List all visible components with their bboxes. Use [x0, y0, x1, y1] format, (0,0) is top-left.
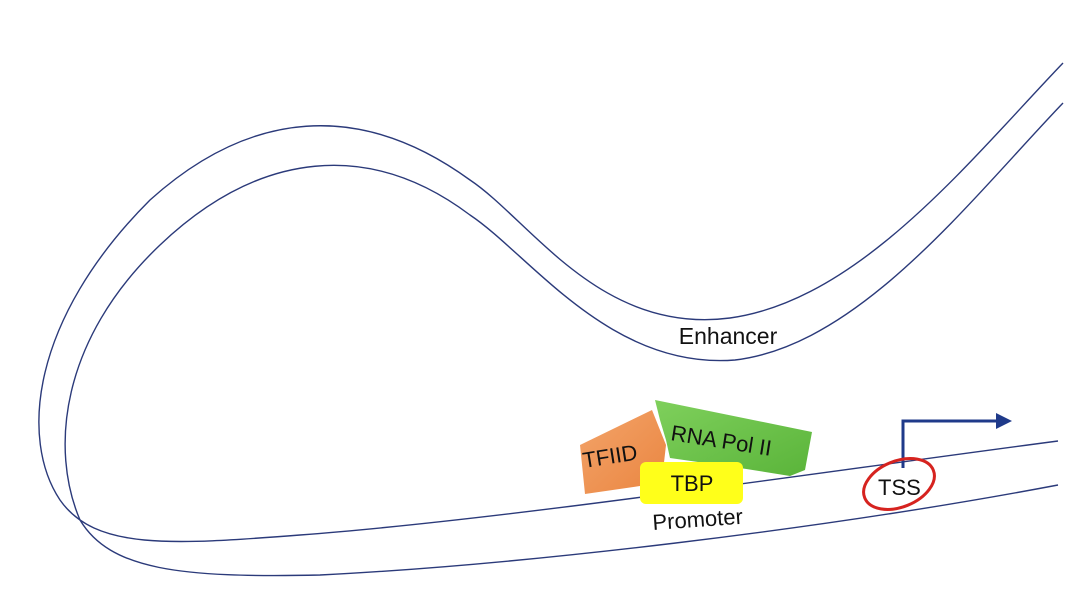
tss-label: TSS — [878, 475, 921, 500]
dna-strand-inner — [64, 102, 1064, 577]
promoter-label: Promoter — [652, 504, 744, 535]
tbp-protein — [640, 462, 743, 504]
enhancer-label: Enhancer — [679, 323, 778, 349]
tss-arrow-shaft — [901, 419, 1000, 468]
transcription-direction-arrow-icon — [901, 413, 1012, 468]
red-circle-marker-icon — [862, 457, 936, 511]
dna-strand-outer — [38, 62, 1064, 543]
tbp-label: TBP — [671, 471, 714, 496]
rna-pol-ii-protein — [655, 400, 812, 476]
tss-arrow-head — [996, 413, 1012, 429]
